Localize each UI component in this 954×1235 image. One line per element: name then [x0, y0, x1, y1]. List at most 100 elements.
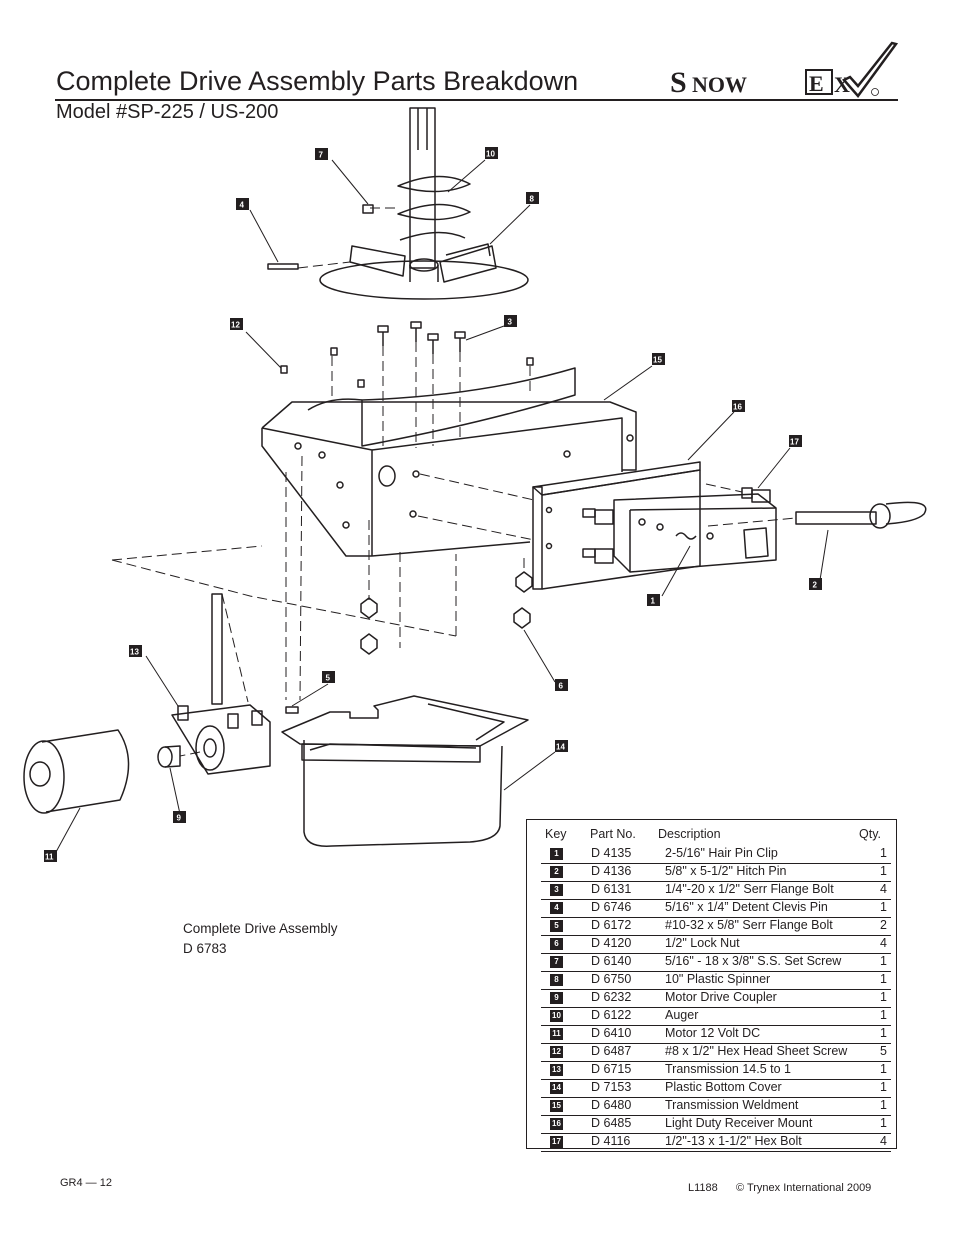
assembly-part-number: D 6783 [183, 941, 227, 956]
part-number-cell: D 6122 [591, 1008, 632, 1022]
key-badge: 3 [550, 884, 563, 896]
header-part-no: Part No. [590, 827, 636, 841]
key-badge: 16 [550, 1118, 563, 1130]
part-number-cell: D 6140 [591, 954, 632, 968]
quantity-cell: 1 [880, 954, 887, 968]
part-number-cell: D 6410 [591, 1026, 632, 1040]
description-cell: 5/16" x 1/4” Detent Clevis Pin [665, 900, 828, 914]
svg-text:E: E [809, 71, 824, 96]
svg-text:S: S [670, 66, 687, 99]
part-number-cell: D 6746 [591, 900, 632, 914]
description-cell: Transmission Weldment [665, 1098, 799, 1112]
part-number-cell: D 6487 [591, 1044, 632, 1058]
quantity-cell: 1 [880, 1026, 887, 1040]
description-cell: #10-32 x 5/8" Serr Flange Bolt [665, 918, 833, 932]
key-badge: 5 [550, 920, 563, 932]
callout-16: 16 [733, 403, 742, 412]
part-number-cell: D 4136 [591, 864, 632, 878]
svg-text:NOW: NOW [692, 72, 747, 97]
quantity-cell: 1 [880, 990, 887, 1004]
callout-9: 9 [177, 814, 182, 823]
header-qty: Qty. [859, 827, 881, 841]
title-rule [55, 99, 898, 101]
description-cell: Transmission 14.5 to 1 [665, 1062, 791, 1076]
part-number-cell: D 6485 [591, 1116, 632, 1130]
motor-part [23, 729, 130, 814]
snowex-logo: S NOW E X [670, 41, 898, 99]
callout-14: 14 [556, 743, 565, 752]
table-row: 7 D 6140 5/16" - 18 x 3/8" S.S. Set Screw 1 [541, 953, 891, 972]
part-number-cell: D 4135 [591, 846, 632, 860]
part-number-cell: D 4120 [591, 936, 632, 950]
model-subtitle: Model #SP-225 / US-200 [56, 101, 279, 123]
part-number-cell: D 7153 [591, 1080, 632, 1094]
callout-6: 6 [559, 682, 564, 691]
auger-part [397, 107, 471, 269]
part-number-cell: D 6750 [591, 972, 632, 986]
document-code: L1188 [688, 1182, 718, 1194]
callout-4: 4 [240, 201, 245, 210]
description-cell: 2-5/16" Hair Pin Clip [665, 846, 778, 860]
assembly-name: Complete Drive Assembly [183, 921, 338, 936]
transmission-weldment-part [261, 367, 637, 557]
part-number-cell: D 6715 [591, 1062, 632, 1076]
key-badge: 11 [550, 1028, 563, 1040]
header-description: Description [658, 827, 721, 841]
description-cell: 1/2" Lock Nut [665, 936, 740, 950]
key-badge: 12 [550, 1046, 563, 1058]
callout-1: 1 [651, 597, 656, 606]
page-title: Complete Drive Assembly Parts Breakdown [56, 66, 579, 96]
table-row: 11 D 6410 Motor 12 Volt DC 1 [541, 1025, 891, 1044]
key-badge: 15 [550, 1100, 563, 1112]
quantity-cell: 5 [880, 1044, 887, 1058]
key-badge: 4 [550, 902, 563, 914]
description-cell: 1/4"-20 x 1/2" Serr Flange Bolt [665, 882, 834, 896]
description-cell: 10" Plastic Spinner [665, 972, 771, 986]
description-cell: Motor 12 Volt DC [665, 1026, 761, 1040]
quantity-cell: 4 [880, 1134, 887, 1148]
table-row: 1 D 4135 2-5/16" Hair Pin Clip 1 [541, 845, 891, 864]
description-cell: Auger [665, 1008, 699, 1022]
callout-3: 3 [508, 318, 513, 327]
key-badge: 13 [550, 1064, 563, 1076]
key-badge: 7 [550, 956, 563, 968]
clevis-pin-part [267, 263, 299, 270]
key-badge: 6 [550, 938, 563, 950]
page-number: GR4 — 12 [60, 1177, 112, 1189]
spinner-part [319, 243, 529, 300]
part-number-cell: D 6172 [591, 918, 632, 932]
key-badge: 8 [550, 974, 563, 986]
key-badge: 2 [550, 866, 563, 878]
quantity-cell: 1 [880, 1116, 887, 1130]
part-number-cell: D 4116 [591, 1134, 631, 1148]
quantity-cell: 1 [880, 1080, 887, 1094]
quantity-cell: 4 [880, 882, 887, 896]
quantity-cell: 1 [880, 1098, 887, 1112]
description-cell: Motor Drive Coupler [665, 990, 777, 1004]
quantity-cell: 2 [880, 918, 887, 932]
quantity-cell: 1 [880, 846, 887, 860]
description-cell: Plastic Bottom Cover [665, 1080, 782, 1094]
hex-bolts-part [582, 487, 771, 564]
description-cell: 1/2"-13 x 1-1/2" Hex Bolt [665, 1134, 802, 1148]
flange-bolts-part [377, 321, 466, 354]
quantity-cell: 1 [880, 864, 887, 878]
quantity-cell: 1 [880, 1008, 887, 1022]
description-cell: 5/16" - 18 x 3/8" S.S. Set Screw [665, 954, 842, 968]
part-number-cell: D 6232 [591, 990, 632, 1004]
key-badge: 1 [550, 848, 563, 860]
callout-8: 8 [530, 195, 535, 204]
part-number-cell: D 6131 [591, 882, 632, 896]
